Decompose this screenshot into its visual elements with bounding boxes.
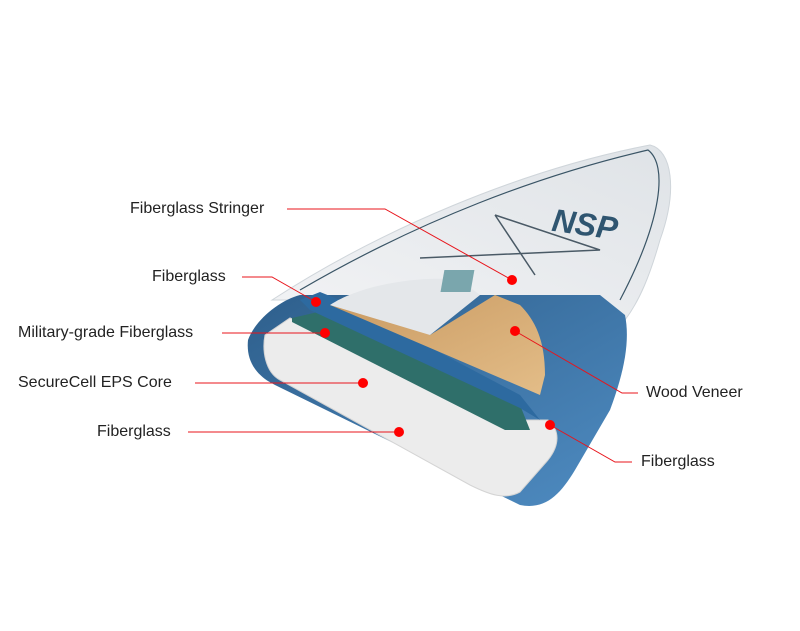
label-fiberglass-stringer: Fiberglass Stringer [130,200,265,217]
label-fiberglass-bottom: Fiberglass [97,423,171,440]
leader-stringer [287,208,513,281]
dot-fiberglass-right [545,420,555,430]
dot-core [358,378,368,388]
top-fiberglass-layer [300,292,540,420]
leader-wood [514,330,638,394]
fiberglass-stringer-patch [440,270,475,292]
label-military-grade-fiberglass: Military-grade Fiberglass [18,324,194,341]
board-deck [270,144,672,321]
dot-fiberglass-bottom [394,427,404,437]
dot-stringer [507,275,517,285]
leader-lines [188,208,638,463]
dot-wood [510,326,520,336]
bungee-cords [419,214,601,276]
leader-fiberglass-right [549,424,632,463]
dot-fiberglass-top [311,297,321,307]
dot-military [320,328,330,338]
military-fiberglass-layer [292,312,530,430]
leader-fiberglass-top [242,276,317,303]
clear-window [330,278,480,335]
deck-rail-line [299,149,660,301]
label-fiberglass-right: Fiberglass [641,453,715,470]
label-wood-veneer: Wood Veneer [646,384,743,401]
marker-dots [311,275,555,437]
label-securecell-eps-core: SecureCell EPS Core [18,374,172,391]
label-fiberglass-top: Fiberglass [152,268,226,285]
